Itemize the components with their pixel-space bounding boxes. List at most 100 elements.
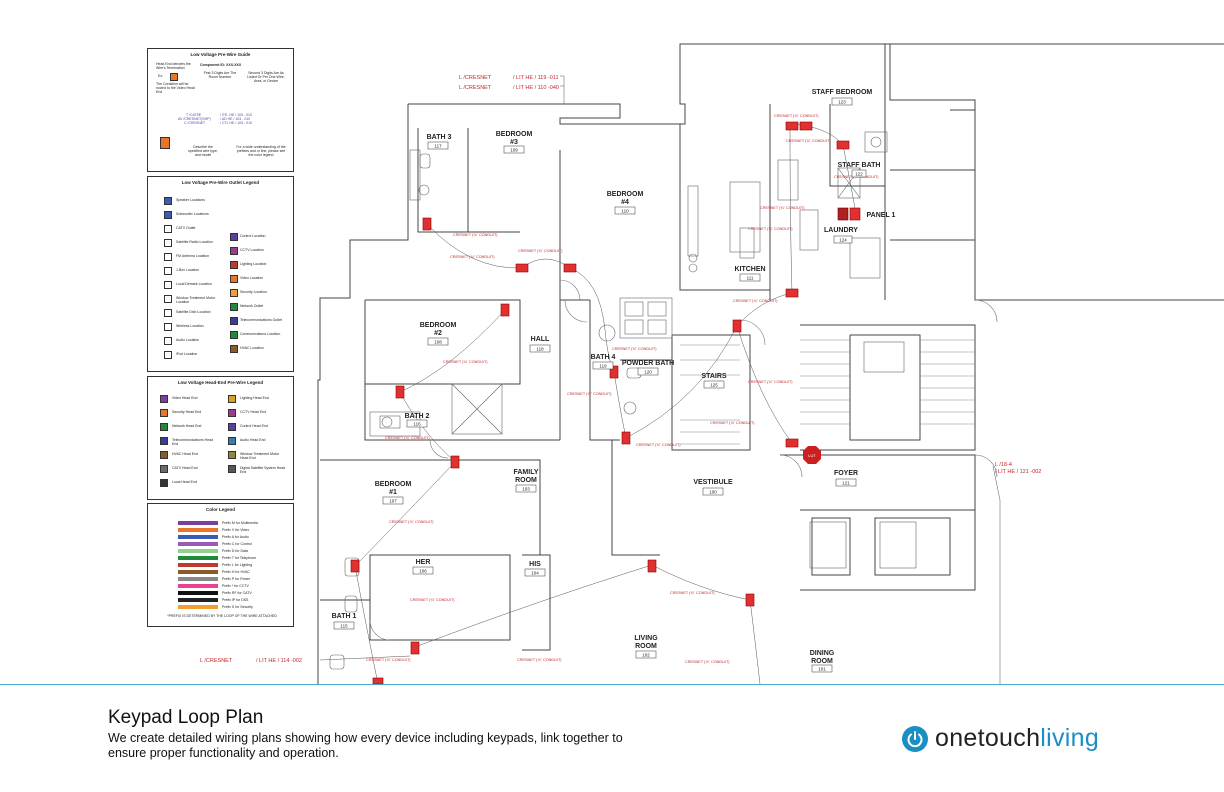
wire-label-right2: / LIT HE / 121 -002: [995, 469, 1041, 475]
room-name-part: DINING: [810, 650, 835, 657]
guide-code-2: AV /CRESNET(SHP): [178, 117, 211, 121]
room-num-box: [427, 141, 449, 150]
outlet-symbol-icon: [230, 247, 238, 255]
outlet-symbol-icon: [164, 351, 172, 359]
room-num-box: [333, 621, 355, 630]
room-num-box: [412, 566, 434, 575]
keypad-icon: [500, 303, 510, 317]
outlet-legend-item: Satellite Dish Location: [176, 310, 211, 314]
room-name-part: #1: [389, 489, 397, 496]
room-num-box: [831, 97, 853, 106]
color-legend-label: Prefix V for Video: [222, 528, 250, 532]
headend-symbol-icon: [228, 465, 236, 473]
room-name: STAFF BATH: [838, 162, 881, 169]
outlet-symbol-icon: [164, 253, 172, 261]
room-name: BEDROOM#3: [496, 131, 533, 146]
keypad-icon: [849, 207, 861, 221]
color-swatch: [178, 570, 218, 574]
conduit-label: CRESNET (¾" CONDUIT): [389, 520, 434, 524]
room-num-box: [833, 235, 853, 244]
panel-icon: [837, 207, 849, 221]
room-name-part: BEDROOM: [420, 322, 457, 329]
room-number: 119: [599, 364, 607, 369]
outlet-symbol-icon: [230, 233, 238, 241]
guide-example-text: Ex:: [158, 74, 164, 78]
conduit-label: CRESNET (¾" CONDUIT): [774, 114, 819, 118]
room-number: 111: [747, 276, 754, 281]
room-num-box: [427, 337, 449, 346]
interior-wall: [780, 454, 976, 591]
room-number: 107: [389, 499, 397, 504]
brand-name-2: living: [1040, 724, 1100, 752]
room-num-box: [835, 478, 857, 487]
room-num-box: [592, 361, 614, 370]
outlet-legend-item: Network Outlet: [240, 304, 264, 308]
outlet-symbol-icon: [230, 261, 238, 269]
room-number: 125: [710, 383, 718, 388]
color-swatch: [178, 521, 218, 525]
room-name: BEDROOM#1: [375, 481, 412, 496]
room-number: 121: [842, 481, 850, 486]
conduit-label: CRESNET (¾" CONDUIT): [786, 139, 831, 143]
outlet-legend-item: Communications Location: [240, 332, 281, 336]
room-number: 106: [419, 569, 427, 574]
color-swatch: [178, 584, 218, 588]
interior-wall: [849, 334, 921, 441]
room-number: 102: [642, 653, 650, 658]
brand-wordmark: onetouchliving: [935, 724, 1099, 753]
conduit-label: CRESNET (¾" CONDUIT): [760, 206, 805, 210]
wiring-loops: [319, 75, 1001, 684]
outlet-symbol-icon: [230, 345, 238, 353]
room-name: BEDROOM#2: [420, 322, 457, 337]
room-name: BATH 3: [427, 134, 452, 141]
interior-wall: [364, 384, 560, 441]
outlet-legend-item: Security Location: [240, 290, 267, 294]
room-name: HALL: [531, 336, 550, 343]
room-name-part: BEDROOM: [607, 191, 644, 198]
color-legend-label: Prefix * for CCTV: [222, 584, 249, 588]
keypad-icon: [621, 431, 631, 445]
interior-wall: [320, 459, 541, 555]
guide-code-he-1: / ITE. HE / 103 - 010: [220, 113, 252, 117]
room-number: 122: [855, 172, 863, 177]
color-swatch: [178, 563, 218, 567]
room-number: 103: [522, 487, 530, 492]
interior-wall: [417, 128, 520, 233]
wire-label-bottom-he: / LIT HE / 114 -002: [256, 658, 302, 664]
room-num-box: [702, 487, 724, 496]
room-num-box: [382, 496, 404, 505]
keypad-icon: [745, 593, 755, 607]
room-name-part: LIVING: [634, 635, 658, 642]
color-swatch: [178, 598, 218, 602]
guide-route-text: The Condition will be routed to the Vide…: [156, 82, 195, 94]
outlet-symbol-icon: [164, 225, 172, 233]
interior-wall: [559, 150, 590, 301]
guide-device-icon: [160, 137, 170, 149]
color-swatch: [178, 591, 218, 595]
guide-first-digits: First 3 Digits Are The Room Number: [203, 71, 237, 79]
interior-wall: [874, 517, 951, 576]
room-name-part: ROOM: [811, 658, 833, 665]
prewire-guide: Low Voltage Pre-Wire Guide Head End deno…: [147, 48, 294, 172]
keypad-icon: [785, 288, 799, 298]
color-legend-label: Prefix T for Telephone: [222, 556, 257, 560]
outlet-symbol-icon: [230, 331, 238, 339]
keypad-icon: [350, 559, 360, 573]
interior-wall: [889, 44, 1224, 301]
outlet-symbol-icon: [164, 211, 172, 219]
keypad-icon: [836, 140, 850, 150]
headend-symbol-icon: [228, 423, 236, 431]
headend-legend: Low Voltage Head-End Pre-Wire Legend Vid…: [147, 376, 294, 500]
keypad-icon: [422, 217, 432, 231]
outlet-symbol-icon: [164, 309, 172, 317]
headend-symbol-icon: [228, 437, 236, 445]
room-number: 104: [531, 571, 539, 576]
room-name-part: #2: [434, 330, 442, 337]
room-name: STAIRS: [701, 373, 726, 380]
color-legend-note: *PREFIX IS DETERMINED BY THE LOOP OF THE…: [167, 614, 277, 618]
room-number: 117: [434, 144, 442, 149]
outlet-symbol-icon: [230, 289, 238, 297]
conduit-label: CRESNET (¾" CONDUIT): [518, 249, 563, 253]
outlet-symbol-icon: [230, 317, 238, 325]
